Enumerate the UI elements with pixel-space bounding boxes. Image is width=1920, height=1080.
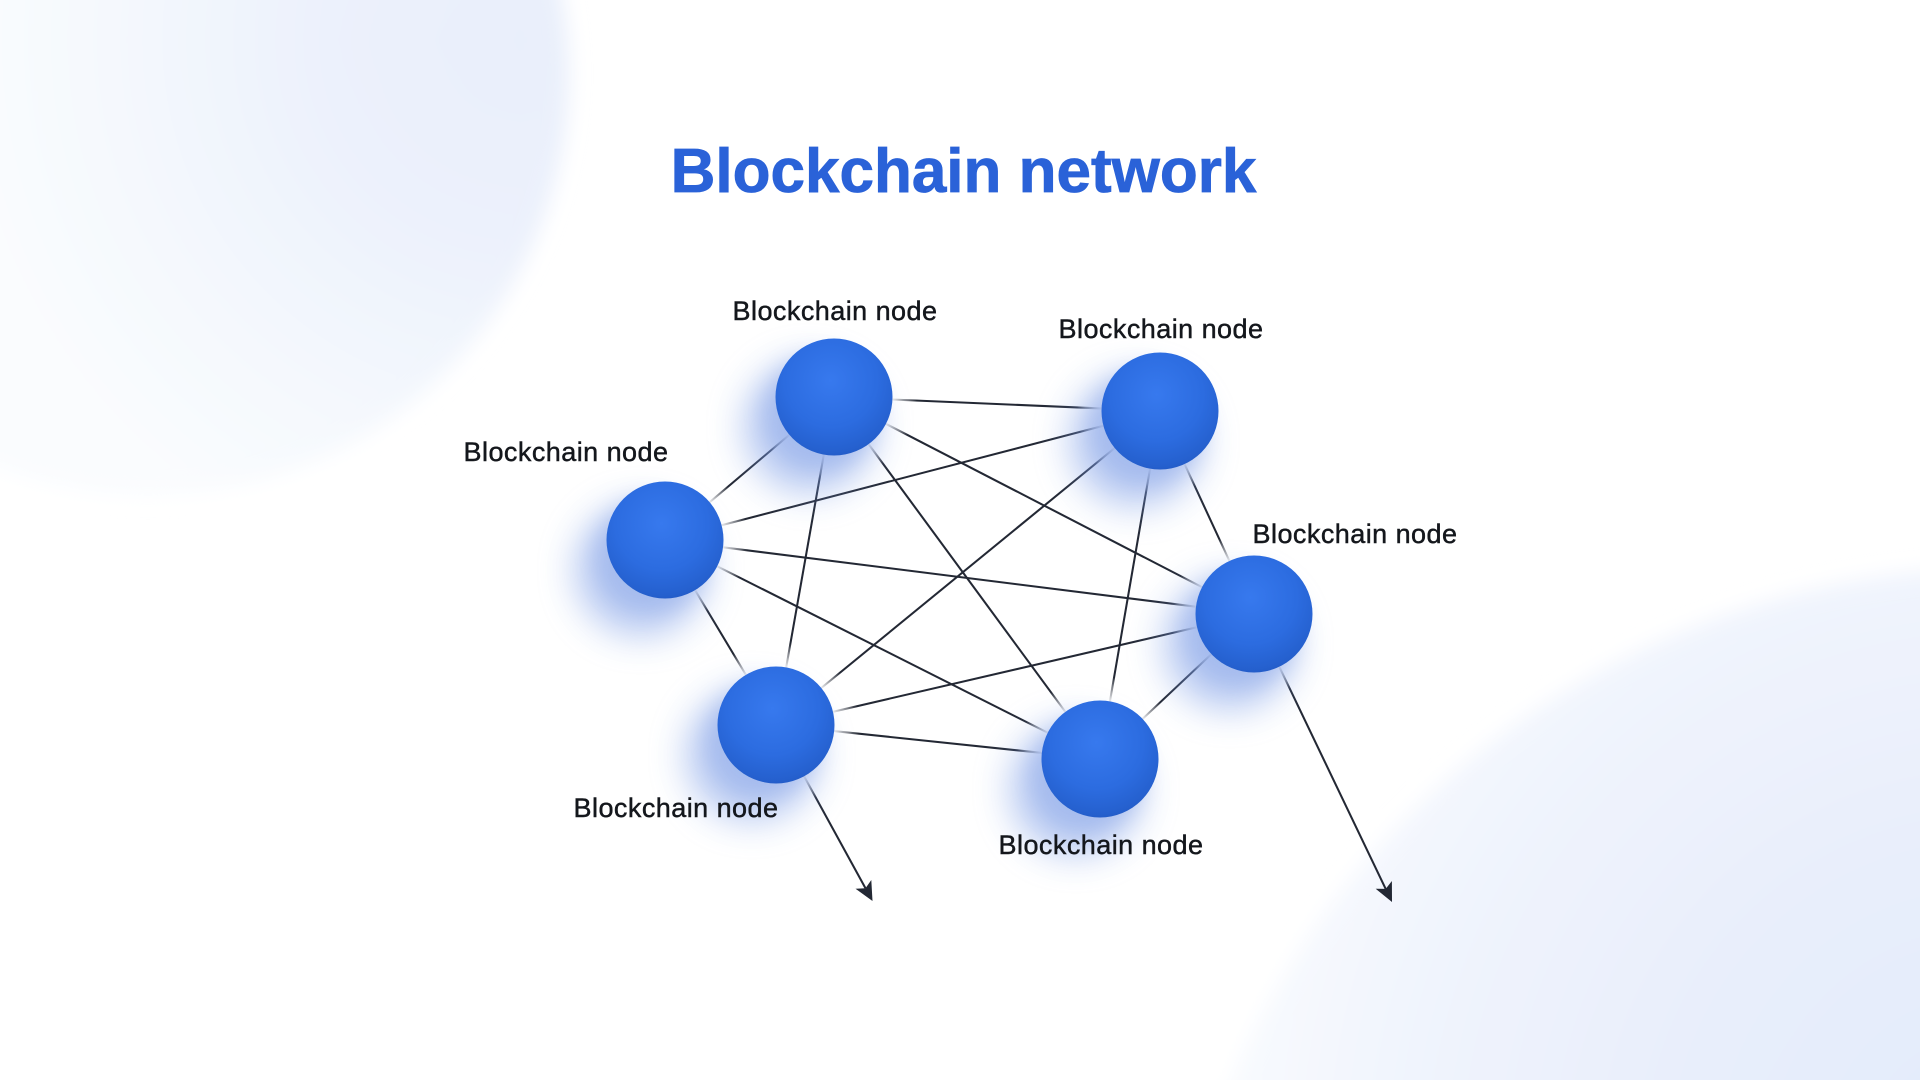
svg-text:Blockchain node: Blockchain node [999,830,1204,860]
svg-text:Blockchain node: Blockchain node [733,296,938,326]
svg-text:Blockchain network: Blockchain network [671,137,1257,206]
svg-text:Blockchain node: Blockchain node [574,793,779,823]
svg-text:Blockchain node: Blockchain node [464,437,669,467]
svg-text:Blockchain node: Blockchain node [1059,314,1264,344]
svg-text:Blockchain node: Blockchain node [1253,519,1458,549]
